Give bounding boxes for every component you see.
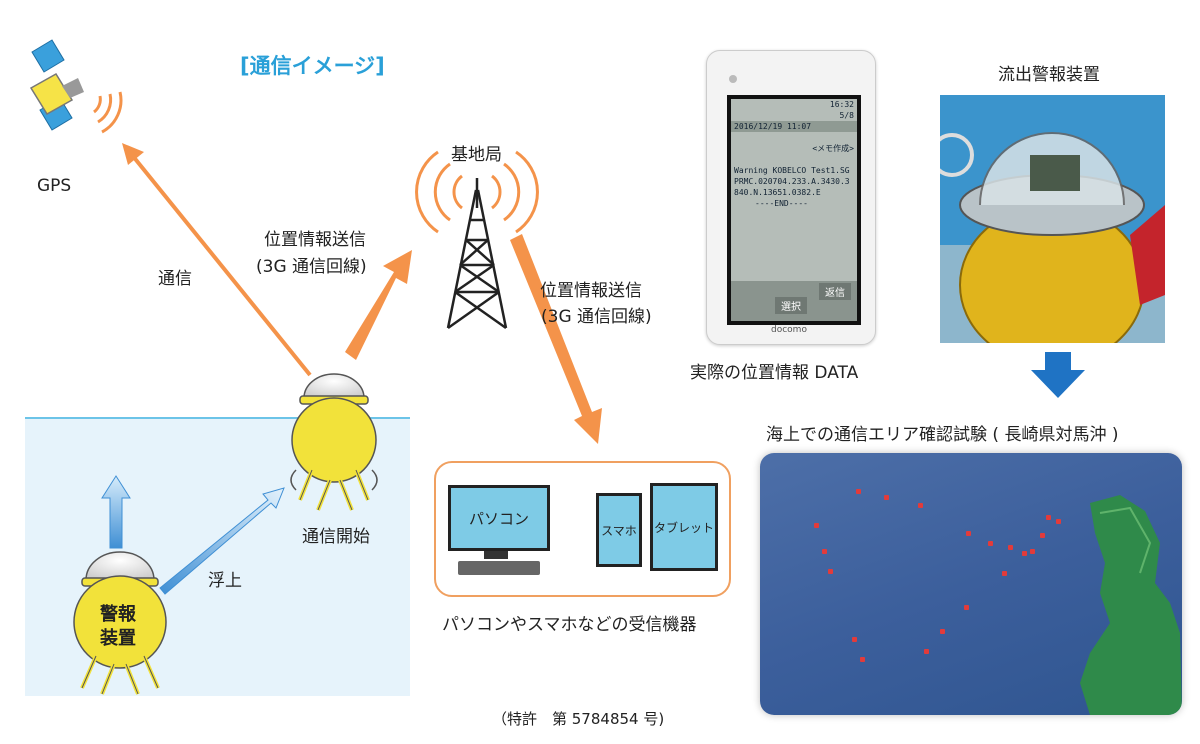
position-marker: [966, 531, 971, 536]
buoy-surface-icon: [290, 373, 378, 511]
send-left-line1: 位置情報送信: [264, 230, 366, 250]
devices-caption: パソコンやスマホなどの受信機器: [442, 615, 697, 635]
send-right-line2: (3G 通信回線): [541, 307, 652, 327]
phone-time: 16:32: [829, 100, 854, 109]
pc-monitor: パソコン: [448, 485, 550, 551]
phone-end: ----END----: [755, 199, 808, 208]
alarm-device-icon: [73, 551, 167, 695]
tablet-label: タブレット: [653, 520, 714, 535]
phone-memo: <メモ作成>: [812, 144, 854, 153]
smartphone: スマホ: [596, 493, 642, 567]
outflow-alarm-caption: 流出警報装置: [998, 65, 1100, 85]
trial-caption: 海上での通信エリア確認試験 ( 長崎県対馬沖 ): [766, 425, 1119, 445]
position-marker: [822, 549, 827, 554]
float-up-label: 浮上: [208, 571, 242, 591]
base-station-tower-icon: [446, 178, 508, 330]
keyboard-icon: [458, 561, 540, 575]
position-marker: [884, 495, 889, 500]
position-marker: [1030, 549, 1035, 554]
phone-screen: 16:32 5/8 2016/12/19 11:07 <メモ作成> Warnin…: [727, 95, 861, 325]
trial-area-map: [760, 453, 1182, 715]
phone-brand: docomo: [771, 325, 807, 335]
diagram-title: [通信イメージ]: [240, 54, 385, 78]
position-marker: [1002, 571, 1007, 576]
tablet: タブレット: [650, 483, 718, 571]
position-marker: [964, 605, 969, 610]
position-marker: [828, 569, 833, 574]
down-arrow-icon: [1031, 352, 1085, 398]
position-marker: [918, 503, 923, 508]
position-marker: [1040, 533, 1045, 538]
actual-data-caption: 実際の位置情報 DATA: [690, 363, 859, 383]
comm-label: 通信: [158, 269, 192, 289]
phone-photo: 16:32 5/8 2016/12/19 11:07 <メモ作成> Warnin…: [706, 50, 876, 345]
phone-page: 5/8: [839, 111, 854, 120]
position-marker: [1056, 519, 1061, 524]
pc-stand: [484, 551, 508, 559]
receiving-devices-box: パソコン スマホ タブレット: [434, 461, 731, 597]
alarm-device-photo: [940, 95, 1165, 343]
gps-label: GPS: [37, 176, 72, 196]
phone-date: 2016/12/19 11:07: [731, 121, 857, 132]
position-marker: [988, 541, 993, 546]
position-marker: [856, 489, 861, 494]
alarm-label-line1: 警報: [100, 604, 136, 625]
position-marker: [1022, 551, 1027, 556]
position-marker: [1046, 515, 1051, 520]
base-station-label: 基地局: [451, 145, 502, 165]
smartphone-label: スマホ: [601, 523, 637, 538]
phone-select-button[interactable]: 選択: [775, 297, 807, 314]
position-marker: [860, 657, 865, 662]
phone-reply-button[interactable]: 返信: [819, 283, 851, 300]
phone-line2: PRMC.020704.233.A.3430.3: [734, 177, 850, 186]
pc-label: パソコン: [468, 509, 529, 528]
position-marker: [940, 629, 945, 634]
phone-line1: Warning KOBELCO Test1.SG: [734, 166, 850, 175]
position-marker: [852, 637, 857, 642]
alarm-label-line2: 装置: [100, 628, 136, 649]
position-marker: [814, 523, 819, 528]
position-marker: [1008, 545, 1013, 550]
send-left-line2: (3G 通信回線): [256, 257, 367, 277]
island-shape: [1080, 495, 1182, 715]
comm-start-label: 通信開始: [302, 527, 370, 547]
patent-note: （特許 第 5784854 号): [492, 710, 665, 728]
send-right-line1: 位置情報送信: [540, 281, 642, 301]
satellite-icon: [29, 39, 123, 134]
position-marker: [924, 649, 929, 654]
phone-line3: 840.N.13651.0382.E: [734, 188, 821, 197]
